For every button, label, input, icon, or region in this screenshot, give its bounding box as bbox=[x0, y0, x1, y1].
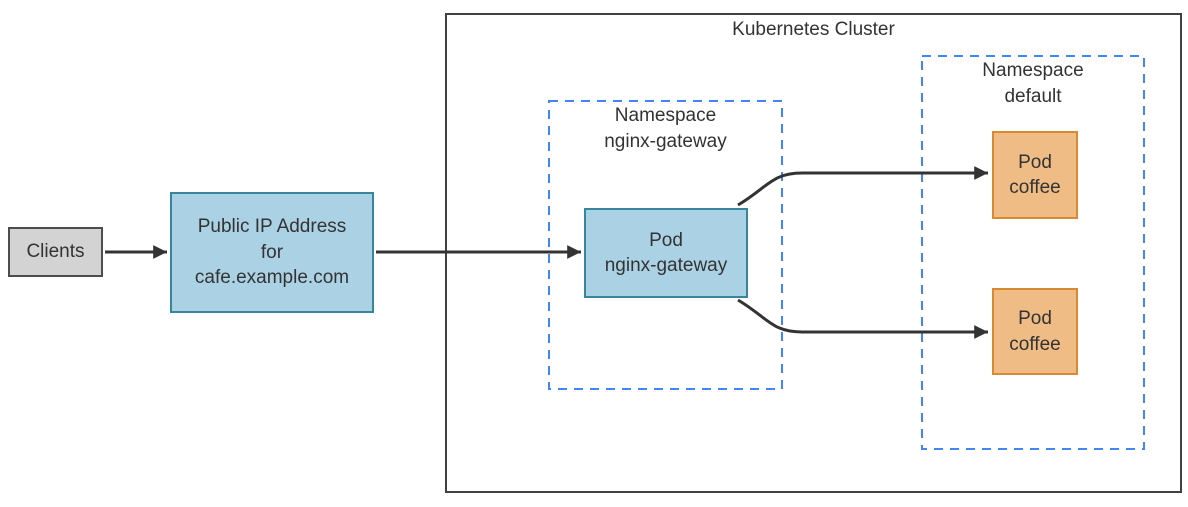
public-ip-label-line2: for bbox=[260, 241, 284, 263]
public-ip-label-line1: Public IP Address bbox=[197, 216, 347, 238]
pod-coffee-top-node: Pod coffee bbox=[992, 131, 1078, 219]
pod-nginx-gateway-label-line1: Pod bbox=[649, 229, 683, 251]
pod-nginx-gateway-node: Pod nginx-gateway bbox=[584, 208, 748, 298]
pod-coffee-bottom-node: Pod coffee bbox=[992, 288, 1078, 375]
clients-label: Clients bbox=[26, 241, 85, 263]
pod-coffee-top-label-line1: Pod bbox=[1018, 151, 1052, 173]
public-ip-label-line3: cafe.example.com bbox=[194, 267, 350, 289]
namespace-default-label: Namespace default bbox=[921, 58, 1145, 110]
cluster-title: Kubernetes Cluster bbox=[732, 19, 895, 40]
clients-node: Clients bbox=[8, 227, 103, 277]
namespace-default-label-line2: default bbox=[1004, 85, 1062, 107]
namespace-nginx-gateway-label: Namespace nginx-gateway bbox=[548, 103, 783, 155]
namespace-nginx-gateway-label-line2: nginx-gateway bbox=[604, 130, 727, 152]
namespace-default-label-line1: Namespace bbox=[982, 60, 1084, 81]
namespace-nginx-gateway-label-line1: Namespace bbox=[614, 105, 717, 126]
public-ip-node: Public IP Address for cafe.example.com bbox=[170, 192, 374, 313]
pod-nginx-gateway-label-line2: nginx-gateway bbox=[604, 255, 728, 276]
pod-coffee-top-label-line2: coffee bbox=[1009, 177, 1061, 198]
pod-coffee-bottom-label-line2: coffee bbox=[1009, 333, 1061, 355]
pod-coffee-bottom-label-line1: Pod bbox=[1018, 308, 1052, 330]
